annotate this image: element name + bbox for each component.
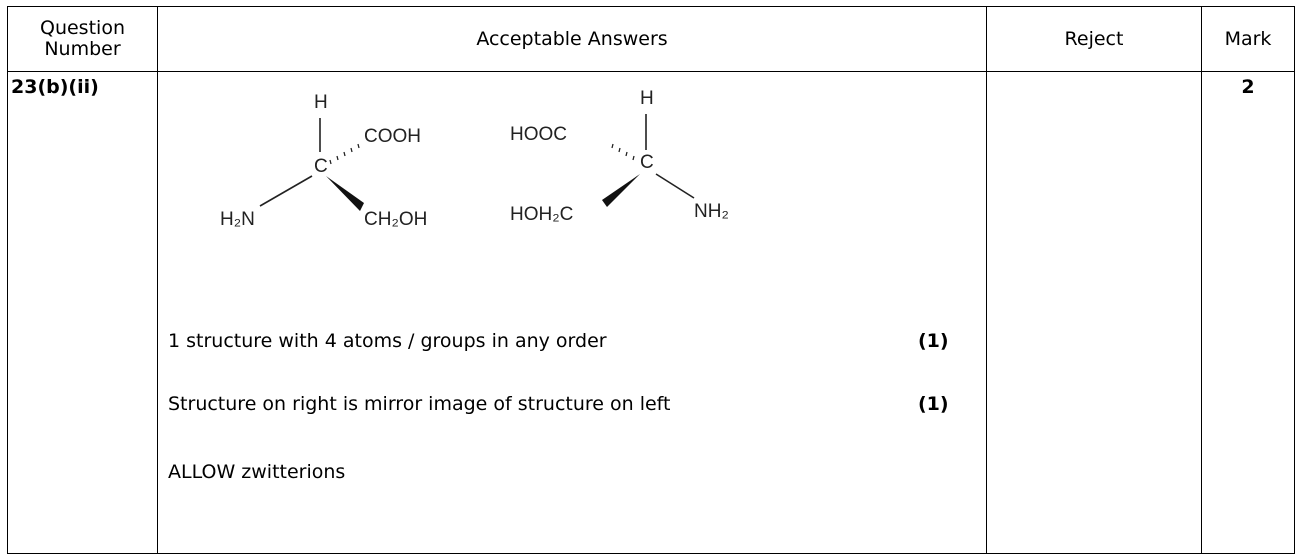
left-structure: H C COOH H₂N CH₂OH bbox=[220, 92, 427, 230]
header-reject: Reject bbox=[986, 6, 1202, 72]
mark-cell: 2 bbox=[1201, 71, 1295, 554]
table-row: 23(b)(ii) H C COOH H₂N bbox=[7, 71, 1295, 554]
answer-text: ALLOW zwitterions bbox=[168, 461, 346, 483]
right-lower-right-group: NH₂ bbox=[694, 201, 729, 222]
left-upper-right-group: COOH bbox=[364, 126, 421, 147]
question-number-cell: 23(b)(ii) bbox=[7, 71, 158, 554]
left-lower-right-group: CH₂OH bbox=[364, 209, 427, 230]
header-mark: Mark bbox=[1201, 6, 1295, 72]
reject-cell bbox=[986, 71, 1202, 554]
answer-line-2: Structure on right is mirror image of st… bbox=[168, 393, 968, 415]
answer-text: 1 structure with 4 atoms / groups in any… bbox=[168, 330, 607, 352]
left-lower-left-group: H₂N bbox=[220, 209, 255, 230]
answer-mark: (1) bbox=[918, 330, 949, 352]
enantiomer-structures: H C COOH H₂N CH₂OH bbox=[220, 88, 729, 230]
header-row: Question Number Acceptable Answers Rejec… bbox=[7, 6, 1295, 72]
left-top-atom: H bbox=[314, 92, 328, 113]
right-upper-left-group: HOOC bbox=[510, 124, 567, 145]
answer-mark: (1) bbox=[918, 393, 949, 415]
answer-line-1: 1 structure with 4 atoms / groups in any… bbox=[168, 330, 968, 352]
acceptable-answers-cell: H C COOH H₂N CH₂OH bbox=[157, 71, 987, 554]
right-structure: H C HOOC NH₂ HOH₂C bbox=[510, 88, 729, 225]
header-acceptable-answers: Acceptable Answers bbox=[157, 6, 987, 72]
left-center-atom: C bbox=[314, 156, 328, 177]
header-question-number: Question Number bbox=[7, 6, 158, 72]
right-top-atom: H bbox=[640, 88, 654, 109]
mark-scheme-table: Question Number Acceptable Answers Rejec… bbox=[7, 6, 1295, 554]
answer-line-3: ALLOW zwitterions bbox=[168, 461, 968, 483]
right-lower-left-group: HOH₂C bbox=[510, 204, 573, 225]
right-center-atom: C bbox=[640, 152, 654, 173]
answer-text: Structure on right is mirror image of st… bbox=[168, 393, 671, 415]
